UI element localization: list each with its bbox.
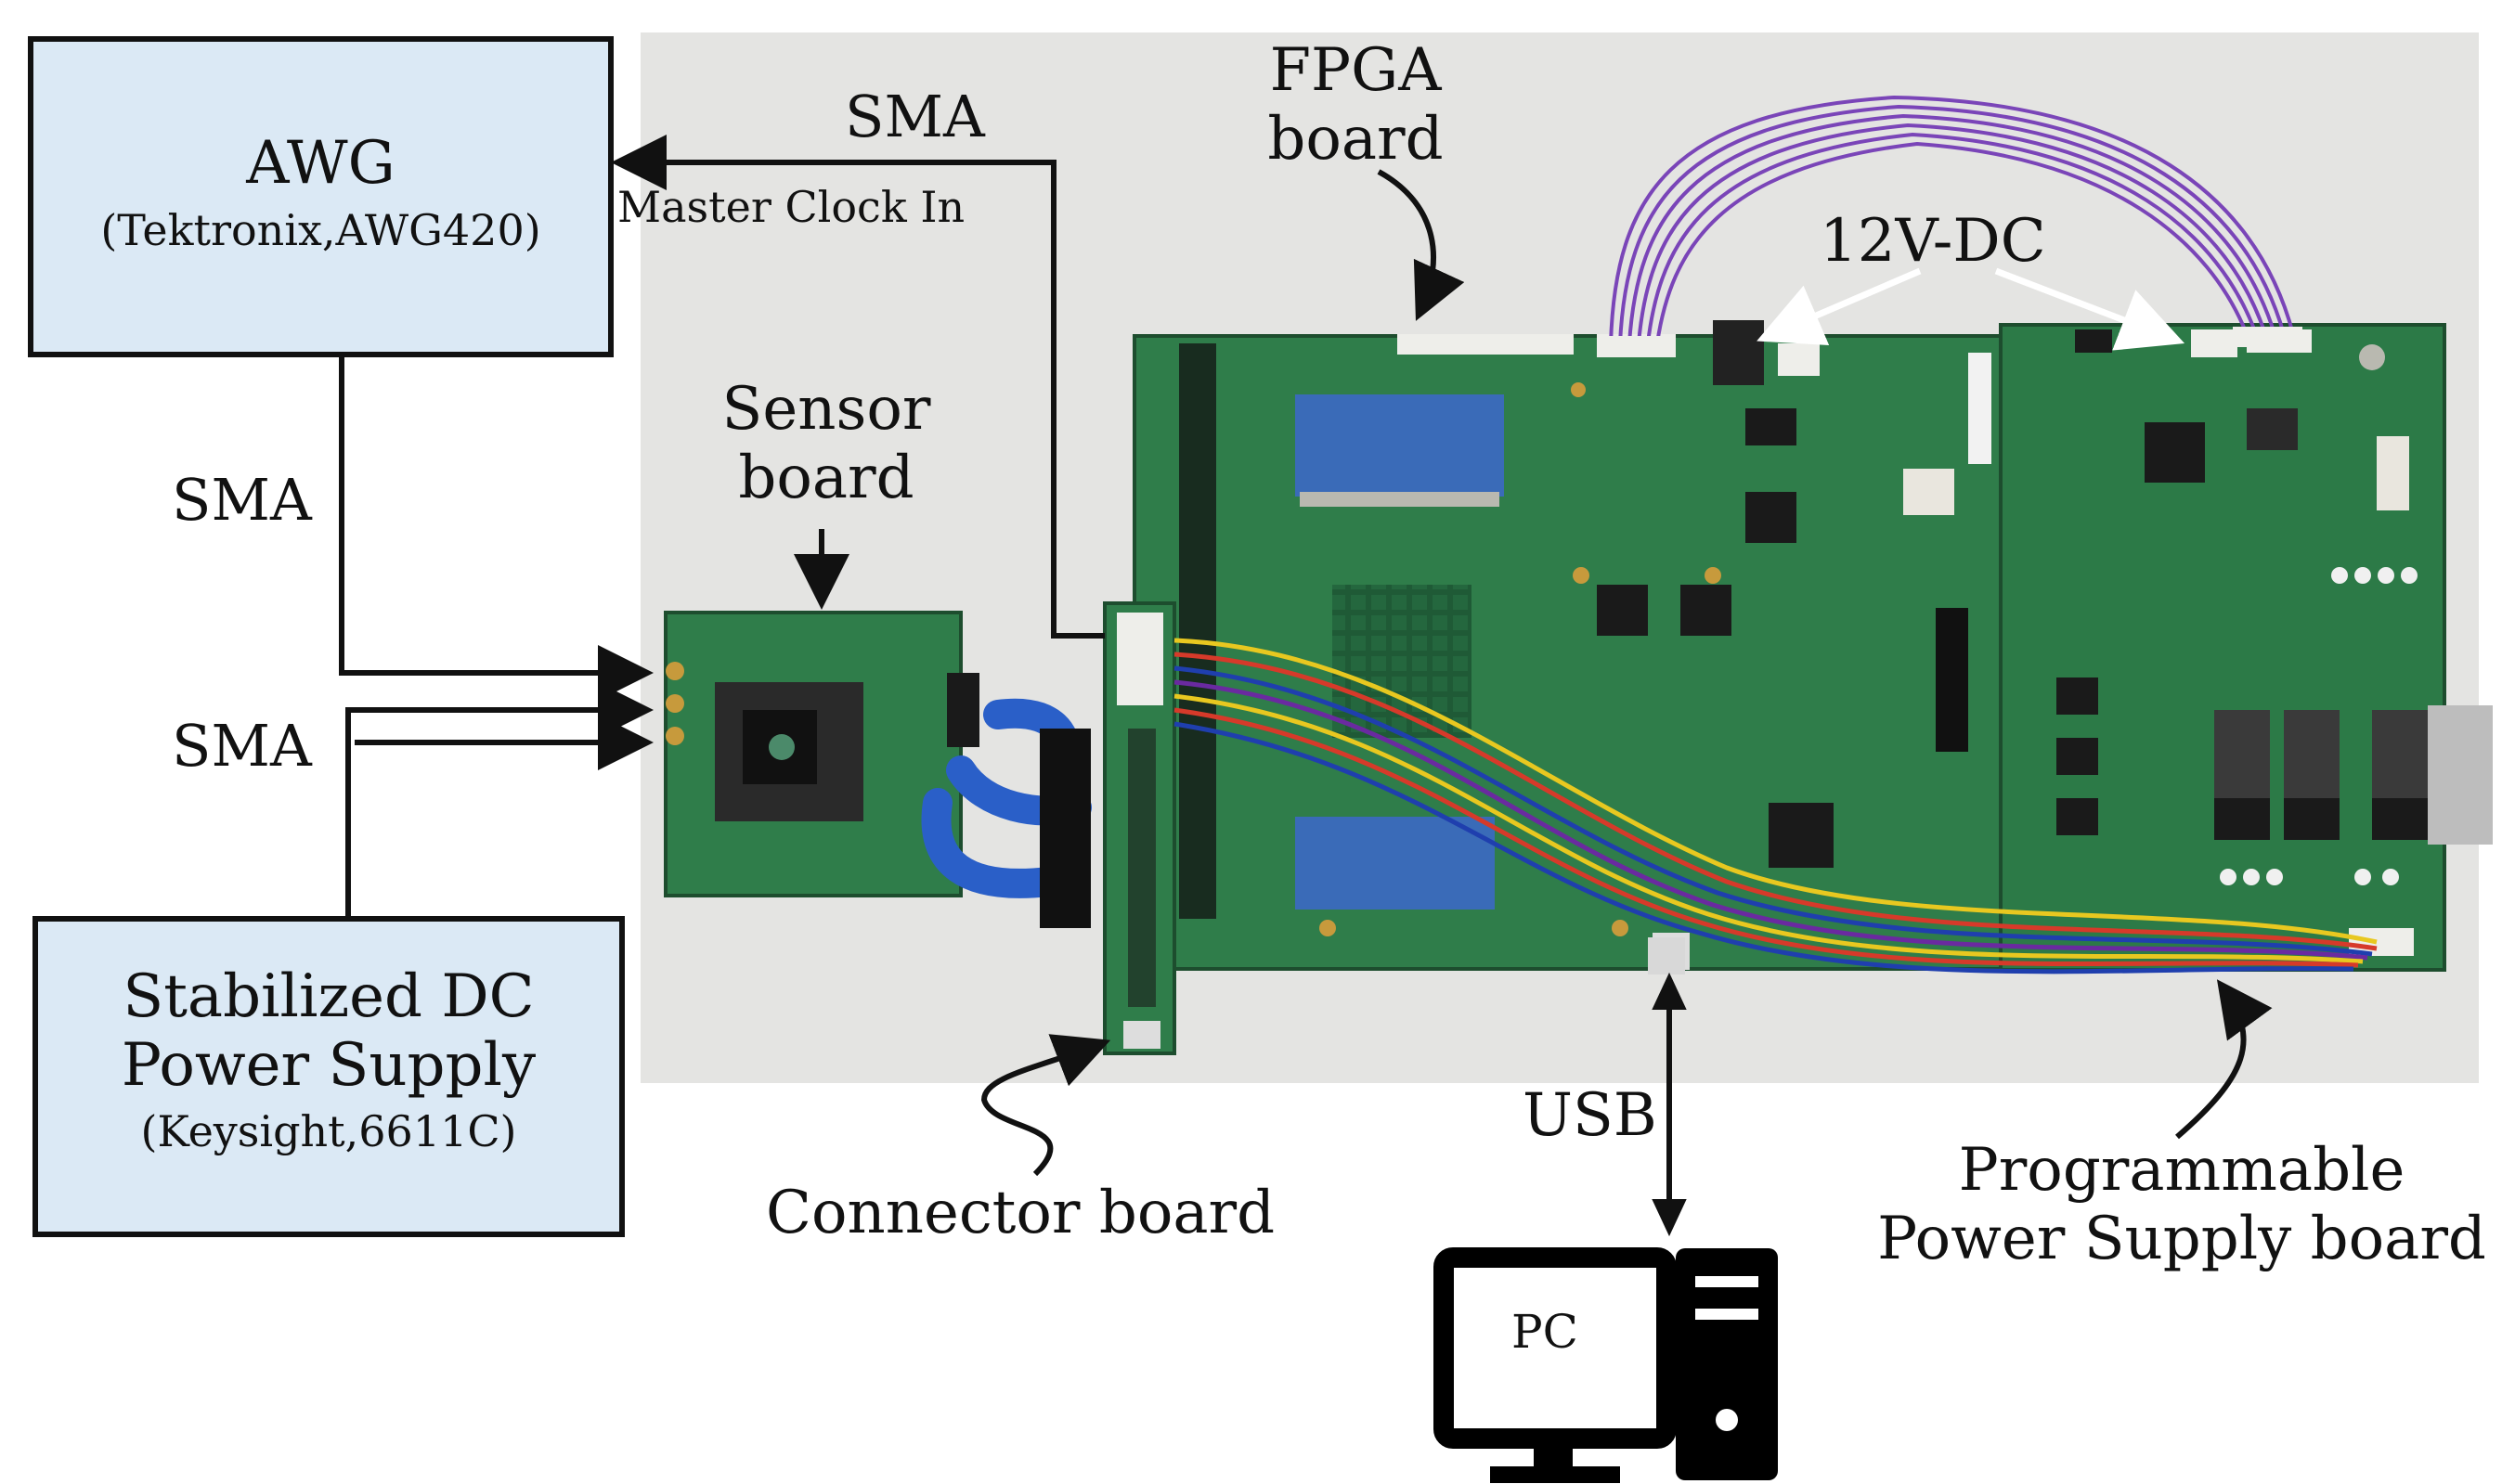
- purple-power-wires: [1609, 95, 2295, 344]
- connector-label-arrow: [980, 1034, 1111, 1177]
- connector-board-label: Connector board: [766, 1179, 1276, 1247]
- master-clock-line: [611, 135, 1105, 639]
- fpga-board-photo: [1133, 320, 2009, 971]
- psu-sma-line-1: [345, 682, 654, 917]
- ram-module: [1295, 394, 1504, 497]
- pps-label-line-1: Programmable: [1958, 1136, 2405, 1205]
- awg-box: [28, 36, 614, 357]
- sma-left-upper-label: SMA: [172, 466, 312, 534]
- connector-board-photo: [1103, 601, 1176, 1055]
- sensor-label-line-2: board: [738, 443, 914, 512]
- awg-model: (Tektronix,AWG420): [100, 204, 541, 255]
- fpga-board-label: FPGA board: [1225, 36, 1485, 174]
- pps-label-arrow: [2175, 979, 2273, 1140]
- sensor-board-label: Sensor board: [687, 375, 966, 512]
- usb-label: USB: [1523, 1081, 1657, 1150]
- usb-arrow: [1652, 972, 1687, 1237]
- awg-name: AWG: [246, 129, 395, 198]
- connection-lines: [339, 135, 2273, 1177]
- dc12v-label: 12V-DC: [1820, 207, 2046, 276]
- psu-model: (Keysight,6611C): [140, 1106, 517, 1157]
- fpga-label-arrow: [1377, 169, 1465, 321]
- fpga-label-line-2: board: [1267, 104, 1444, 174]
- psu-box-text: Stabilized DC Power Supply (Keysight,661…: [35, 962, 622, 1157]
- pps-label-line-2: Power Supply board: [1877, 1204, 2486, 1273]
- ram-module-2: [1295, 817, 1495, 910]
- sensor-board-photo: [664, 611, 979, 897]
- colored-harness-wires: [1173, 638, 2378, 974]
- psu-line-2: Power Supply: [121, 1030, 537, 1100]
- usb-port: [1648, 937, 1685, 974]
- master-clock-in-label: Master Clock In: [617, 182, 966, 232]
- pc-icon: [1433, 1247, 1778, 1483]
- photo-boards: [641, 32, 2493, 1083]
- sensor-label-line-1: Sensor: [721, 375, 931, 444]
- pc-label: PC: [1511, 1305, 1578, 1359]
- awg-sma-line: [339, 357, 654, 701]
- psu-line-1: Stabilized DC: [123, 962, 535, 1031]
- pps-board-label: Programmable Power Supply board: [1857, 1136, 2507, 1273]
- psu-box: [32, 916, 625, 1237]
- sma-top-label: SMA: [845, 83, 985, 150]
- dc12v-arrows: [1757, 267, 2185, 351]
- programmable-power-board-photo: [1999, 323, 2493, 972]
- awg-box-text: AWG (Tektronix,AWG420): [31, 129, 611, 255]
- sma-left-lower-label: SMA: [172, 712, 312, 780]
- fpga-label-line-1: FPGA: [1269, 36, 1442, 105]
